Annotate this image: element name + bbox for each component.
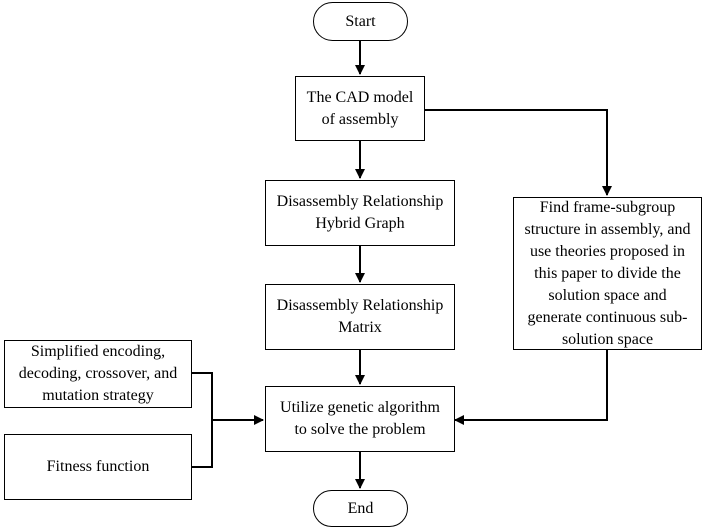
arrow-cad-to-frame: [425, 109, 612, 196]
genetic-algorithm-box: Utilize genetic algorithm to solve the p…: [265, 386, 455, 452]
hybrid-graph-box: Disassembly Relationship Hybrid Graph: [265, 180, 455, 246]
frame-subgroup-box: Find frame-subgroup structure in assembl…: [513, 197, 702, 350]
connector-fitness: [192, 420, 213, 468]
fitness-function-box: Fitness function: [4, 434, 192, 500]
start-node: Start: [313, 2, 408, 41]
cad-model-box: The CAD model of assembly: [295, 76, 425, 141]
connector-strategy: [192, 372, 213, 420]
simplified-strategy-box: Simplified encoding, decoding, crossover…: [4, 340, 192, 408]
matrix-box: Disassembly Relationship Matrix: [265, 284, 455, 350]
arrow-frame-to-ga: [454, 350, 608, 425]
end-node: End: [313, 490, 408, 527]
